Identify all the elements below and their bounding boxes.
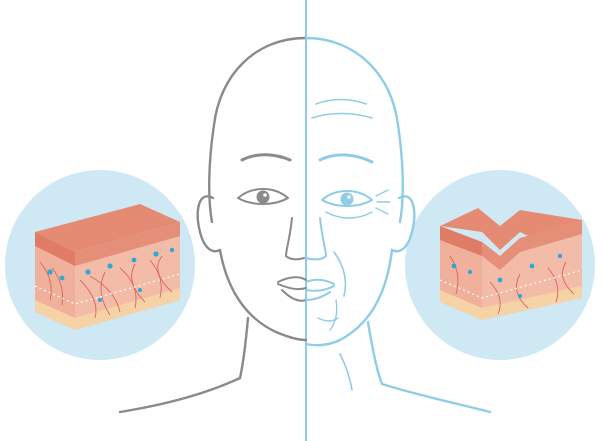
aged-skin-panel bbox=[405, 170, 595, 360]
young-skin-panel bbox=[5, 170, 195, 360]
